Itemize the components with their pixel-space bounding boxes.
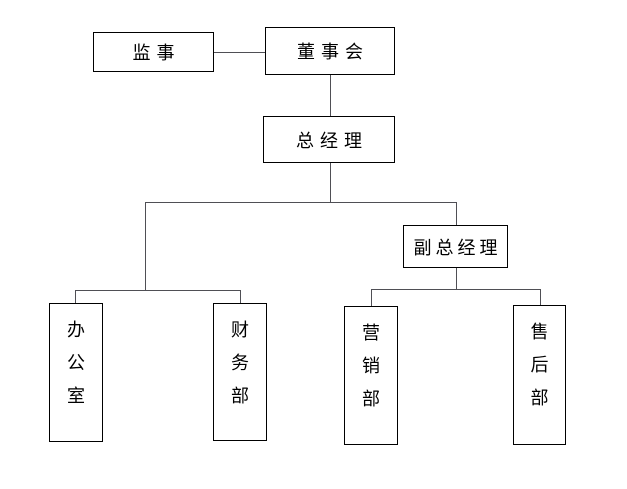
edge-deputy-gm-trunk <box>456 268 457 289</box>
edge-general-manager-trunk <box>330 163 331 202</box>
node-aftersales-dept-label: 售后部 <box>530 322 549 408</box>
node-aftersales-dept: 售后部 <box>513 305 566 445</box>
node-supervisor: 监事 <box>93 32 214 72</box>
node-office-label: 办公室 <box>67 320 85 406</box>
node-finance-dept: 财务部 <box>213 303 267 441</box>
node-finance-dept-label: 财务部 <box>231 320 249 406</box>
edge-board-supervisor <box>214 52 265 53</box>
edge-left-branch-vertical <box>145 202 146 290</box>
node-office: 办公室 <box>49 303 103 442</box>
node-deputy-general-manager: 副总经理 <box>403 225 508 268</box>
node-general-manager: 总经理 <box>263 116 395 163</box>
edge-left-sub-horizontal <box>75 290 240 291</box>
edge-board-general-manager <box>330 75 331 116</box>
edge-right-sub-horizontal <box>371 289 540 290</box>
edge-office-stub <box>75 290 76 303</box>
edge-aftersales-stub <box>540 289 541 305</box>
node-marketing-dept: 营销部 <box>344 306 398 445</box>
edge-main-branch-horizontal <box>145 202 456 203</box>
node-marketing-dept-label: 营销部 <box>362 323 380 409</box>
edge-marketing-stub <box>371 289 372 306</box>
edge-finance-stub <box>240 290 241 303</box>
node-board-of-directors: 董事会 <box>265 27 395 75</box>
edge-right-branch-vertical <box>456 202 457 225</box>
